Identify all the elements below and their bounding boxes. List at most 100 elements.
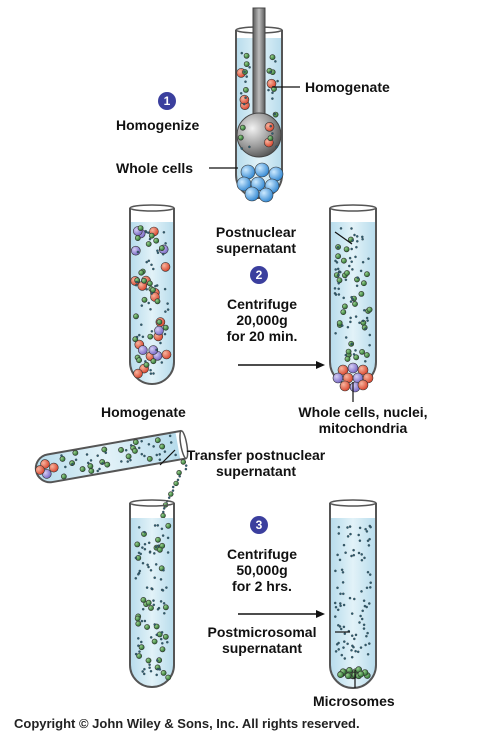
particle-dot — [367, 257, 370, 260]
particle-dot — [350, 634, 354, 637]
particle-dot — [166, 551, 170, 554]
microsome-particle — [344, 672, 352, 680]
microsome-particle — [336, 320, 343, 326]
particle-dot — [364, 360, 367, 363]
label-postnuclear-line2: supernatant — [215, 240, 297, 256]
particle-dot — [155, 673, 158, 677]
particle-dot — [148, 663, 151, 666]
particle-dot — [140, 323, 143, 326]
particle-dot — [348, 596, 352, 600]
label-pellet-1: Whole cells, nuclei, mitochondria — [283, 404, 443, 436]
microsome-particle — [363, 352, 370, 358]
particle-dot — [240, 147, 243, 150]
particle-dot — [368, 537, 371, 541]
particle-dot — [138, 333, 141, 337]
microsome-particle — [118, 447, 124, 453]
particle-dot — [135, 335, 139, 339]
particle-dot — [333, 287, 337, 290]
microsome-particle — [269, 54, 276, 61]
particle-dot — [337, 532, 341, 535]
particle-dot — [160, 631, 164, 634]
microsome-pellet — [337, 666, 371, 680]
particle-dot — [344, 353, 348, 357]
particle-dot — [348, 264, 351, 268]
particle-dot — [137, 573, 140, 576]
label-pellet1-line1: Whole cells, nuclei, — [298, 404, 428, 420]
particle-dot — [338, 625, 342, 628]
particle-dot — [360, 558, 364, 562]
particle-dot — [357, 551, 361, 555]
particle-dot — [129, 444, 133, 447]
particle-dot — [149, 636, 153, 639]
mitochondrion-particle — [264, 122, 275, 132]
particle-dot — [363, 309, 366, 312]
particle-dot — [163, 612, 166, 615]
particle-dot — [343, 657, 347, 660]
stream-particle — [171, 485, 175, 489]
particle-dot — [348, 525, 352, 528]
particle-dot — [244, 80, 247, 83]
stream-particle — [180, 459, 187, 465]
particle-dot — [147, 231, 150, 234]
particle-dot — [342, 625, 346, 629]
particle-dot — [342, 646, 345, 649]
mitochondrion-particle — [133, 368, 143, 379]
microsome-particle — [337, 671, 344, 679]
microsome-particle — [344, 356, 351, 362]
particle-dot — [137, 644, 140, 647]
microsome-particle — [340, 257, 347, 264]
microsome-particle — [336, 277, 343, 284]
particle-dot — [364, 527, 367, 531]
stream-particle — [168, 491, 174, 497]
particle-dot — [348, 256, 352, 260]
particle-dot — [337, 648, 340, 651]
particle-dot — [156, 608, 160, 611]
microsome-particle — [137, 225, 144, 231]
stream-particle — [178, 475, 181, 478]
microsome-particle — [132, 439, 139, 446]
label-transfer-line1: Transfer postnuclear — [186, 447, 326, 463]
particle-dot — [365, 530, 369, 533]
pouring-tube — [34, 429, 189, 484]
microsome-particle — [133, 313, 139, 320]
microsome-particle — [357, 670, 365, 678]
particle-dot — [350, 247, 353, 251]
whole-cell — [244, 186, 260, 202]
particle-dot — [342, 592, 345, 596]
label-postnuclear-line1: Postnuclear — [215, 224, 297, 240]
stream-particle — [162, 510, 165, 514]
particle-dot — [362, 627, 366, 630]
particle-dot — [155, 633, 159, 637]
mitochondrion-particle — [160, 262, 171, 272]
label-transfer: Transfer postnuclear supernatant — [176, 447, 336, 479]
particle-dot — [160, 361, 164, 364]
label-homogenate-mid: Homogenate — [101, 404, 186, 420]
particle-dot — [139, 552, 142, 556]
particle-dot — [239, 92, 243, 95]
particle-dot — [339, 602, 342, 605]
stream-particle — [160, 512, 166, 519]
step-1-badge: 1 — [158, 92, 176, 110]
microsome-particle — [159, 443, 166, 450]
particle-dot — [245, 75, 248, 78]
particle-dot — [342, 543, 346, 547]
particle-dot — [140, 304, 144, 307]
particle-dot — [336, 608, 340, 612]
microsome-particle — [104, 461, 111, 468]
leader-lines — [159, 86, 356, 688]
stream-particle — [176, 470, 182, 476]
microsome-particle — [136, 357, 142, 364]
microsome-particle — [141, 277, 147, 284]
microsome-particle — [150, 287, 156, 293]
microsome-particle — [155, 536, 161, 543]
particle-dot — [274, 60, 277, 63]
homogenate-tube — [129, 204, 175, 385]
microsome-particle — [156, 319, 163, 325]
particle-dot — [141, 607, 145, 611]
microsome-particle — [72, 449, 79, 456]
particle-dot — [350, 227, 353, 230]
particle-dot — [334, 650, 338, 653]
microsome-particle — [364, 271, 370, 278]
particle-dot — [142, 672, 146, 676]
particle-dot — [152, 445, 155, 448]
